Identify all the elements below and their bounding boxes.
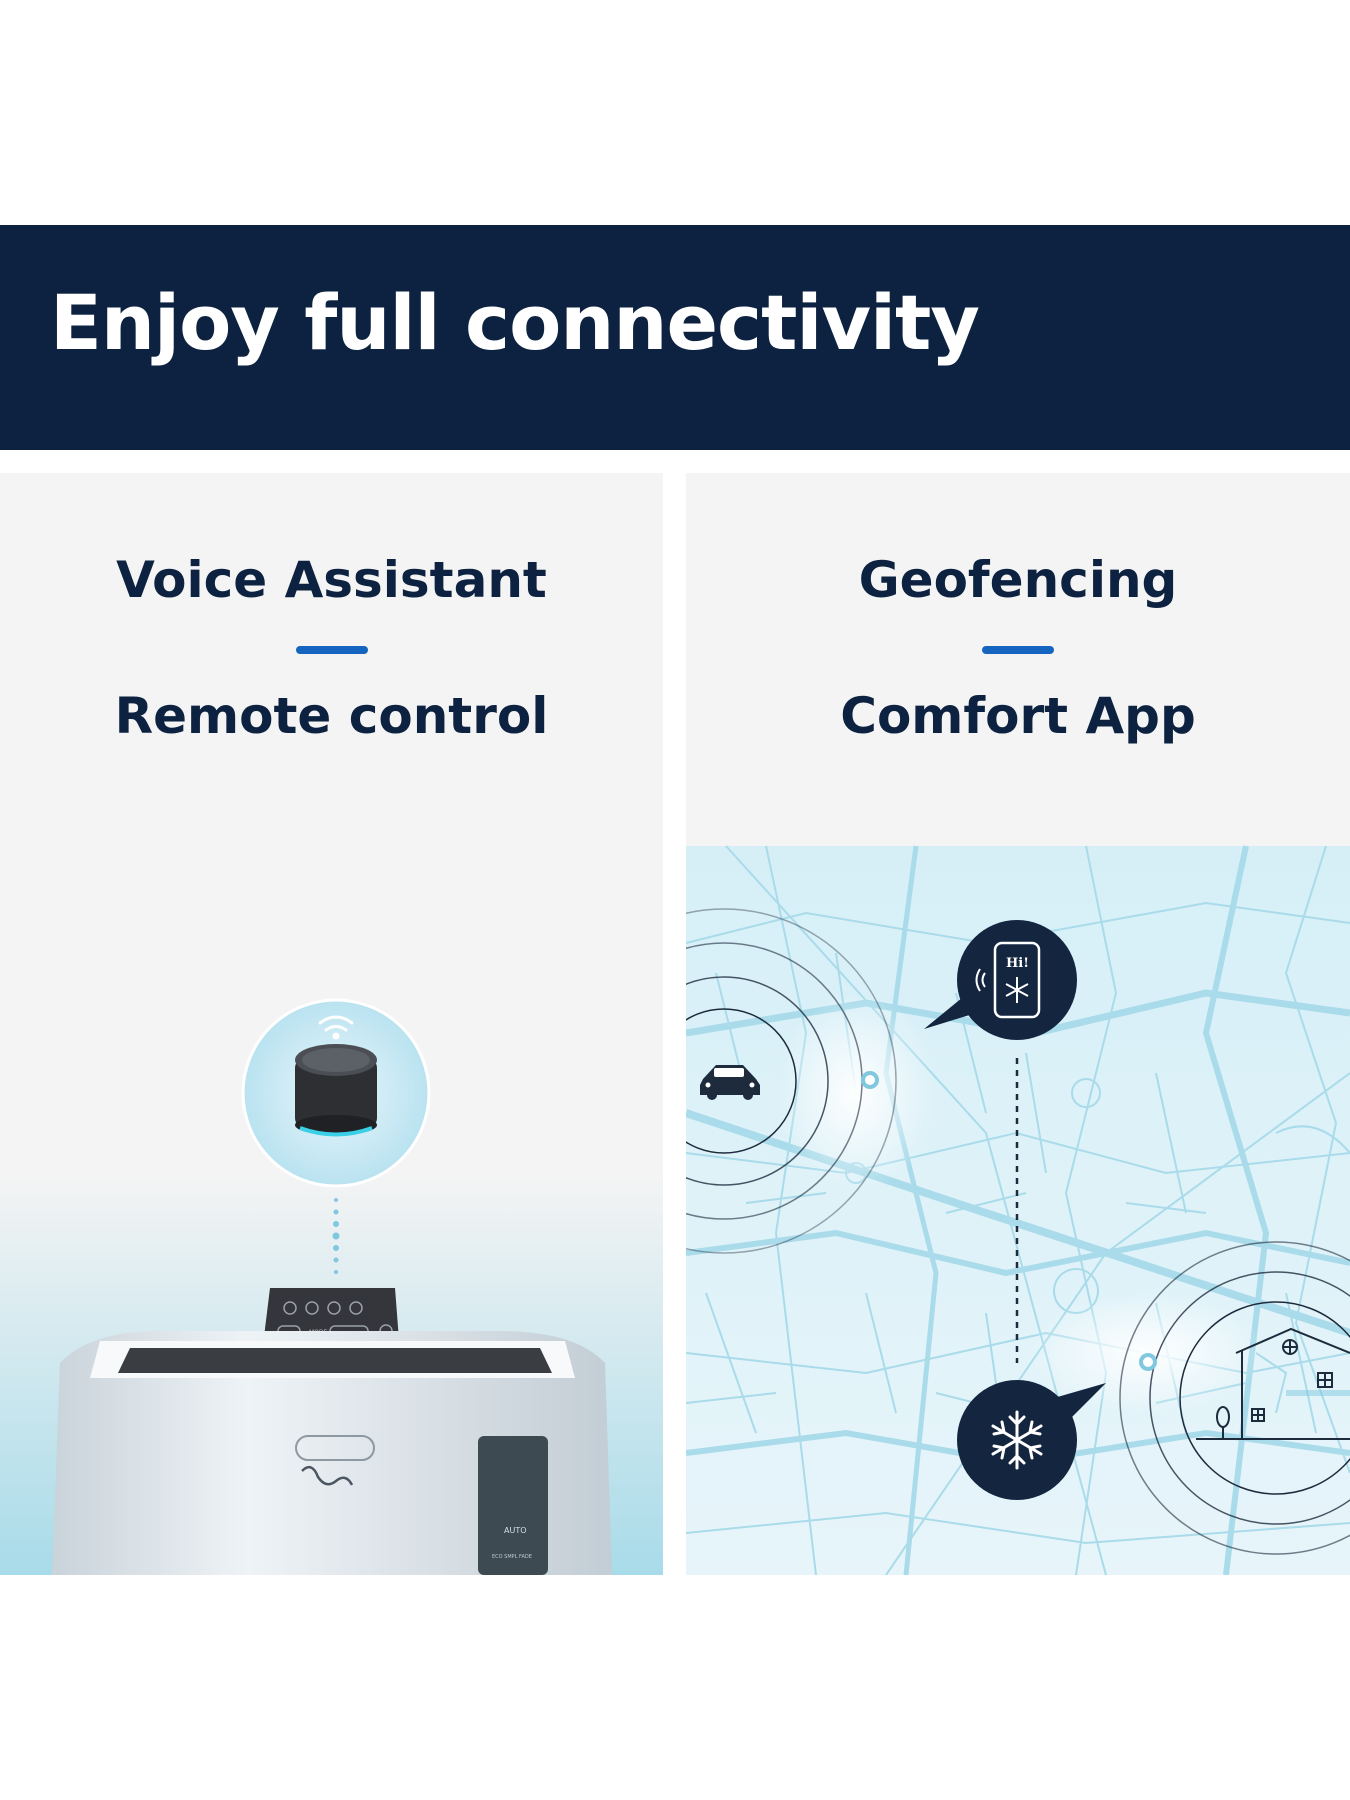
connection-dots [332, 1198, 340, 1274]
voice-assistant-panel: Voice Assistant Remote control [0, 473, 663, 1575]
tree-icon [1216, 1406, 1230, 1439]
car-geofence-rings [686, 908, 897, 1254]
page-title: Enjoy full connectivity [50, 278, 980, 367]
title-divider [982, 646, 1054, 654]
title-divider [295, 646, 368, 654]
air-conditioner-product: MODE AUTO ECO SMPL FADE [52, 1288, 612, 1575]
geofencing-map-illustration: Hi! [686, 845, 1350, 1575]
geofencing-panel: Geofencing Comfort App [686, 473, 1350, 1575]
car-location-pin [861, 1071, 879, 1089]
remote-control-subtitle: Remote control [114, 687, 549, 745]
voice-assistant-title: Voice Assistant [116, 551, 547, 609]
wifi-icon [318, 1015, 354, 1040]
speaker-icon [295, 1044, 377, 1137]
sound-wave-left [6, 993, 240, 1193]
house-icon [1196, 1327, 1350, 1440]
snowflake-icon [991, 1410, 1043, 1470]
voice-illustration: MODE AUTO ECO SMPL FADE [0, 993, 663, 1575]
svg-text:Hi!: Hi! [1006, 956, 1029, 971]
car-icon [700, 1065, 760, 1100]
svg-text:ECO SMPL FADE: ECO SMPL FADE [492, 1554, 532, 1560]
house-geofence-rings [1119, 1241, 1350, 1555]
geofencing-title: Geofencing [858, 551, 1178, 609]
house-location-pin [1139, 1353, 1157, 1371]
svg-text:AUTO: AUTO [504, 1526, 527, 1535]
sound-wave-right [436, 993, 648, 1193]
phone-icon [1005, 977, 1029, 1003]
comfort-app-subtitle: Comfort App [840, 687, 1196, 745]
header-banner [0, 225, 1350, 450]
